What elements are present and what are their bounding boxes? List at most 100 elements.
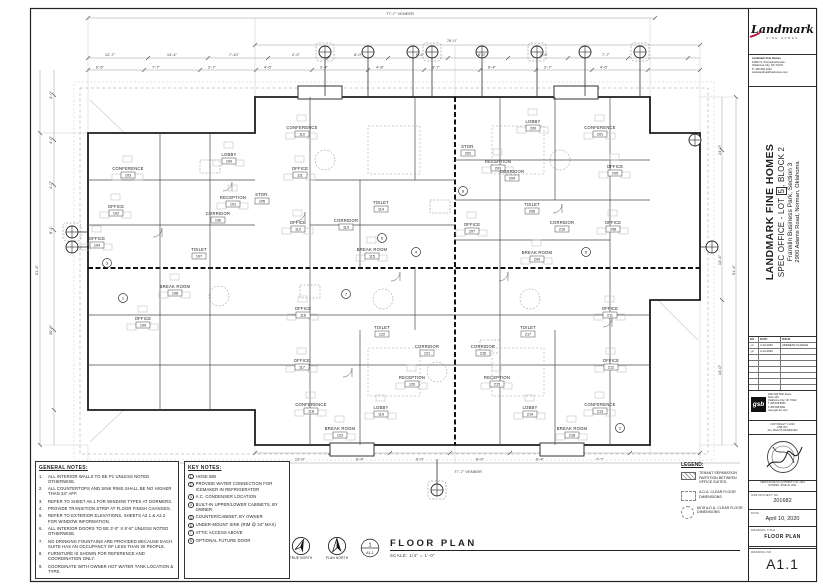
svg-text:8'-0": 8'-0"	[478, 52, 487, 57]
key-notes-title: KEY NOTES:	[188, 465, 222, 471]
svg-text:123: 123	[337, 434, 343, 438]
svg-text:RECEPTION: RECEPTION	[485, 159, 511, 164]
svg-text:OFFICE: OFFICE	[607, 164, 624, 169]
svg-text:8: 8	[462, 189, 465, 194]
svg-text:2'-7": 2'-7"	[208, 65, 217, 70]
true-north: TRUE NORTH	[288, 536, 314, 561]
svg-text:OFFICE: OFFICE	[135, 316, 152, 321]
svg-text:6'-0": 6'-0"	[416, 457, 425, 462]
svg-text:211: 211	[607, 314, 613, 318]
project-number-label: GSB PROJECT NO	[751, 493, 779, 497]
svg-text:CORRIDOR: CORRIDOR	[415, 344, 439, 349]
svg-text:108: 108	[172, 292, 178, 296]
drawing-title-field: DRAWING TITLE FLOOR PLAN	[749, 527, 816, 547]
svg-text:2: 2	[619, 426, 622, 431]
svg-text:76'-0": 76'-0"	[447, 38, 458, 43]
svg-text:205: 205	[612, 172, 618, 176]
svg-text:4'-8": 4'-8"	[376, 65, 385, 70]
svg-text:112: 112	[295, 228, 301, 232]
room-label: CORRIDOR 121	[415, 344, 439, 357]
project-title-block: LANDMARK FINE HOMES SPEC OFFICE - LOT 5,…	[749, 87, 816, 337]
svg-text:3: 3	[106, 261, 109, 266]
title-block-spacer	[749, 547, 816, 549]
svg-text:120: 120	[409, 383, 415, 387]
svg-text:STOR.: STOR.	[255, 192, 269, 197]
svg-text:A1.1: A1.1	[366, 551, 373, 555]
legend-swatch-dashrect	[681, 490, 696, 501]
general-note-item: 7.NO DRINKING FOUNTAINS ARE PROVIDED BEC…	[39, 538, 173, 549]
legend: LEGEND: TENANT SEPARATION PARTITION BETW…	[681, 462, 747, 524]
svg-text:210: 210	[559, 228, 565, 232]
general-note-item: 5.REFER TO EXTERIOR ELEVATIONS, SHEETS A…	[39, 513, 166, 524]
room-label: OFFICE 211	[602, 306, 619, 319]
svg-text:100: 100	[226, 160, 232, 164]
keynote-marker: 1	[118, 293, 128, 303]
svg-text:24'-0": 24'-0"	[717, 144, 722, 155]
svg-text:106: 106	[215, 219, 221, 223]
svg-text:121: 121	[424, 352, 430, 356]
plan-north: PLAN NORTH	[324, 536, 350, 561]
svg-text:4'-0": 4'-0"	[48, 180, 53, 189]
svg-text:2'-0": 2'-0"	[292, 52, 301, 57]
drawing-number-value: A1.1	[766, 556, 799, 572]
seal-stamp-icon	[766, 440, 803, 473]
revision-row	[749, 373, 816, 379]
svg-text:RECEPTION: RECEPTION	[220, 195, 246, 200]
svg-text:CONFERENCE: CONFERENCE	[584, 125, 615, 130]
svg-text:51'-4": 51'-4"	[731, 264, 736, 275]
svg-text:104: 104	[94, 244, 100, 248]
svg-text:4: 4	[415, 250, 418, 255]
revision-row	[749, 385, 816, 390]
project-address: 2900 Adams Road, Norman, Oklahoma	[795, 161, 801, 263]
landmark-logo-subtext: FINE HOMES	[766, 37, 799, 40]
keynote-marker: 6	[377, 233, 387, 243]
svg-text:OFFICE: OFFICE	[602, 306, 619, 311]
svg-text:1: 1	[122, 296, 125, 301]
svg-text:117: 117	[299, 366, 305, 370]
svg-text:6'-4": 6'-4"	[416, 52, 425, 57]
svg-text:8'-4": 8'-4"	[356, 457, 365, 462]
room-label: STOR.202	[460, 144, 476, 157]
svg-text:OFFICE: OFFICE	[295, 306, 312, 311]
svg-text:203: 203	[495, 167, 501, 171]
svg-text:12'-0": 12'-0"	[295, 457, 306, 462]
svg-text:7'-7": 7'-7"	[602, 52, 611, 57]
svg-text:14'-0": 14'-0"	[717, 364, 722, 375]
landmark-logo: Landmark	[749, 23, 814, 39]
svg-text:12'-7": 12'-7"	[105, 52, 116, 57]
project-number-field: GSB PROJECT NO 201682	[749, 492, 816, 510]
general-note-item: 3.REFER TO SHEET A6.1 FOR WINDOW TYPES A…	[39, 498, 173, 504]
room-label: OFFICE 205	[607, 164, 624, 177]
legend-item: TENANT SEPARATION PARTITION BETWEEN OFFI…	[681, 471, 747, 485]
svg-text:CONFERENCE: CONFERENCE	[584, 402, 615, 407]
svg-text:208: 208	[610, 228, 616, 232]
svg-text:6'-6": 6'-6"	[96, 65, 105, 70]
svg-text:122: 122	[379, 333, 385, 337]
drawing-number-label: DRAWING NO	[751, 550, 772, 554]
svg-text:OFFICE: OFFICE	[89, 236, 106, 241]
